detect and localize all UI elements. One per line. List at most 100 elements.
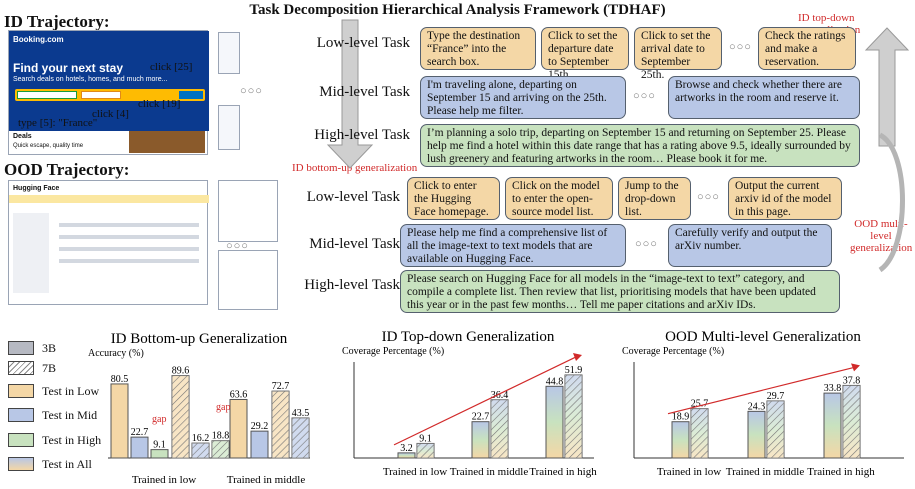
bar xyxy=(671,421,690,459)
ood-curve-arrow xyxy=(878,132,905,273)
bar-hatch xyxy=(417,443,434,458)
id-trajectory-label: ID Trajectory: xyxy=(4,12,110,31)
trend-arrow xyxy=(393,356,577,446)
bar xyxy=(130,436,149,459)
id-low-task-3: Click to set the arrival date to Septemb… xyxy=(634,27,722,81)
down-arrow xyxy=(326,19,374,169)
trend-arrowhead xyxy=(573,352,582,361)
legend-swatch-all xyxy=(8,457,34,471)
id-low-task-2: Click to set the departure date to Septe… xyxy=(541,27,629,81)
bar-hatch xyxy=(212,440,229,458)
hf-sidebar xyxy=(13,213,49,293)
booking-logo: Booking.com xyxy=(13,35,64,44)
ood-low-task-2: Click on the model to enter the open-sou… xyxy=(505,177,613,220)
legend-swatch-7b xyxy=(8,361,34,375)
trend-arrow xyxy=(667,366,855,415)
hf-banner xyxy=(9,195,209,203)
ood-mid-level-label: Mid-level Task xyxy=(309,236,400,252)
data-label: 18.8 xyxy=(212,431,230,442)
bar-hatch xyxy=(843,385,860,458)
data-label: 22.7 xyxy=(131,427,149,438)
annotation-type-5: type [5]: "France" xyxy=(18,117,98,129)
data-label: 33.8 xyxy=(824,383,842,394)
annotation-click-25: click [25] xyxy=(150,61,193,73)
ood-low-task-3: Jump to the drop-down list. xyxy=(618,177,691,220)
hf-thumb-2 xyxy=(218,250,278,310)
data-label: 37.8 xyxy=(843,375,861,386)
data-label: 18.9 xyxy=(672,412,690,423)
booking-destination-input[interactable] xyxy=(17,91,77,99)
thumb-ellipsis xyxy=(240,85,263,97)
ood-mid-task-2: Carefully verify and output the arXiv nu… xyxy=(668,224,832,267)
gap-annotation: gap xyxy=(152,414,166,425)
chart-title: ID Top-down Generalization xyxy=(382,329,555,345)
data-label: 25.7 xyxy=(691,399,709,410)
ood-high-level-label: High-level Task xyxy=(304,277,400,293)
bar xyxy=(150,449,169,459)
chart-title: ID Bottom-up Generalization xyxy=(111,331,288,347)
booking-screenshot: Booking.com Find your next stay Search d… xyxy=(8,30,209,155)
hf-row xyxy=(59,235,199,239)
x-tick-label: Trained in low xyxy=(383,466,447,478)
id-low-ellipsis xyxy=(729,41,752,53)
bar-hatch xyxy=(272,391,289,458)
x-tick-label: Trained in middle xyxy=(726,466,805,478)
data-label: 29.7 xyxy=(767,391,785,402)
trend-arrowhead xyxy=(851,363,860,372)
legend-swatch-low xyxy=(8,384,34,398)
x-tick-label: Trained in high xyxy=(529,466,597,478)
legend-swatch-3b xyxy=(8,341,34,355)
data-label: 80.5 xyxy=(111,374,129,385)
y-axis-label: Accuracy (%) xyxy=(88,348,144,359)
data-label: 16.2 xyxy=(192,433,210,444)
data-label: 89.6 xyxy=(172,366,190,377)
booking-search-button[interactable] xyxy=(179,91,203,99)
bar-hatch xyxy=(172,375,189,458)
gap-annotation: gap xyxy=(216,402,230,413)
legend-label-3b: 3B xyxy=(42,341,57,355)
bar xyxy=(110,383,129,459)
id-low-task-1: Type the destination “France” into the s… xyxy=(420,27,536,70)
id-mid-ellipsis xyxy=(633,90,656,102)
hf-ellipsis xyxy=(226,240,249,252)
data-label: 51.9 xyxy=(565,365,583,376)
legend-label-mid: Test in Mid xyxy=(42,408,98,422)
bar-hatch xyxy=(767,400,784,458)
booking-hero-title: Find your next stay xyxy=(13,61,124,75)
ood-low-task-4: Output the current arxiv id of the model… xyxy=(728,177,842,220)
id-bottom-up-label: ID bottom-up generalization xyxy=(292,162,418,174)
data-label: 36.4 xyxy=(491,390,509,401)
bar-hatch xyxy=(565,374,582,458)
bar-hatch xyxy=(192,443,209,458)
data-label: 24.3 xyxy=(748,401,766,412)
hf-row xyxy=(59,223,199,227)
id-low-task-4: Check the ratings and make a reservation… xyxy=(758,27,856,70)
ood-mid-task-1: Please help me find a comprehensive list… xyxy=(400,224,626,267)
x-tick-label: Trained in low xyxy=(657,466,721,478)
x-tick-label: Trained in middle xyxy=(227,474,306,486)
data-label: 43.5 xyxy=(292,408,310,419)
up-arrow xyxy=(864,27,910,147)
hf-thumb-1 xyxy=(218,180,278,242)
hf-screenshot: Hugging Face xyxy=(8,180,209,305)
legend-label-7b: 7B xyxy=(42,361,57,375)
legend-label-all: Test in All xyxy=(42,457,92,471)
y-axis-label: Coverage Percentage (%) xyxy=(622,346,724,357)
id-high-level-label: High-level Task xyxy=(314,127,410,143)
bar xyxy=(250,430,269,459)
ood-high-task: Please search on Hugging Face for all mo… xyxy=(400,270,840,313)
data-label: 63.6 xyxy=(230,389,248,400)
hf-logo: Hugging Face xyxy=(13,185,60,192)
ood-trajectory-label: OOD Trajectory: xyxy=(4,160,130,179)
booking-thumb-1 xyxy=(218,32,240,74)
data-label: 22.7 xyxy=(472,412,490,423)
bar xyxy=(823,392,842,459)
booking-date-input[interactable] xyxy=(81,91,121,99)
data-label: 29.2 xyxy=(251,421,269,432)
booking-thumb-2 xyxy=(218,105,240,150)
bar xyxy=(471,421,490,459)
bar xyxy=(397,452,416,459)
x-tick-label: Trained in high xyxy=(807,466,875,478)
